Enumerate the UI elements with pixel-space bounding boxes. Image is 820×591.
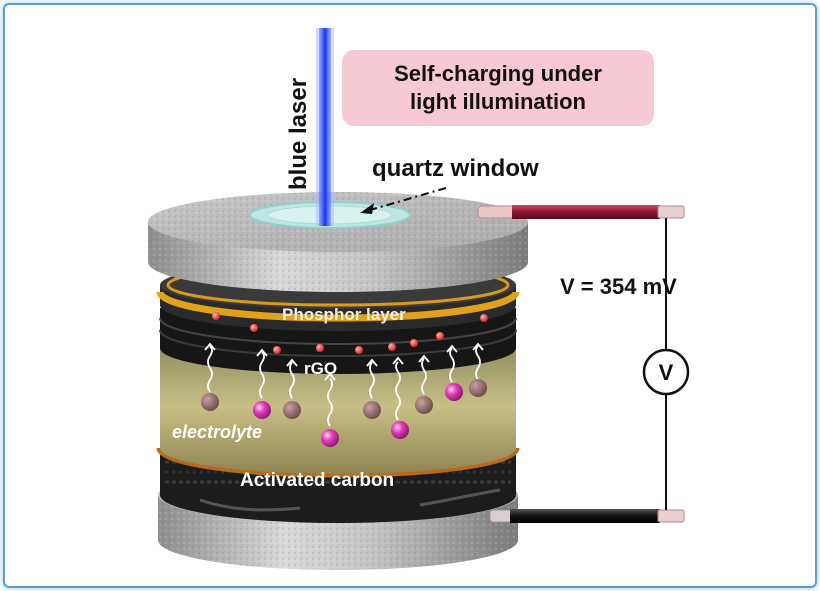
- callout-line-1: Self-charging under: [394, 61, 602, 86]
- wavy-arrow: [366, 358, 378, 399]
- activated-carbon-label: Activated carbon: [240, 470, 394, 491]
- ion-sphere: [283, 401, 301, 419]
- voltage-label: V = 354 mV: [560, 274, 677, 299]
- voltmeter-circle: [642, 348, 690, 396]
- callout-line-2: light illumination: [410, 89, 586, 114]
- blue-laser-beam: [316, 28, 334, 226]
- ion-sphere: [445, 383, 463, 401]
- wavy-arrow: [392, 356, 404, 421]
- top-lead-tip: [477, 205, 515, 219]
- wavy-arrow: [256, 348, 268, 399]
- ion-sphere: [363, 401, 381, 419]
- black-wire: [510, 509, 660, 523]
- ion-sphere: [469, 379, 487, 397]
- red-dot: [388, 343, 396, 351]
- wavy-arrow: [446, 344, 458, 383]
- quartz-window-arrow: [360, 187, 447, 214]
- red-dot: [410, 339, 418, 347]
- blue-laser-label: blue laser: [285, 78, 312, 190]
- ions: [201, 379, 487, 447]
- wavy-arrows: [204, 342, 484, 427]
- quartz-window-label: quartz window: [372, 155, 539, 182]
- circuit: [477, 205, 690, 523]
- bottom-lead-tip: [489, 509, 513, 523]
- red-dot: [273, 346, 281, 354]
- red-dot: [436, 332, 444, 340]
- voltmeter-symbol: V: [659, 360, 674, 385]
- electrolyte-label: electrolyte: [172, 422, 262, 442]
- red-dot: [250, 324, 258, 332]
- ion-sphere: [391, 421, 409, 439]
- red-wire: [512, 205, 660, 219]
- wavy-arrow: [472, 342, 484, 381]
- red-dots: [212, 312, 488, 354]
- ion-sphere: [321, 429, 339, 447]
- wavy-arrow: [286, 358, 298, 399]
- rgo-label: rGO: [304, 359, 337, 378]
- wavy-arrow: [418, 354, 430, 395]
- red-dot: [355, 346, 363, 354]
- red-dot: [316, 344, 324, 352]
- red-dot: [480, 314, 488, 322]
- ion-sphere: [253, 401, 271, 419]
- bottom-lead-end: [657, 509, 685, 523]
- top-lead-end: [657, 205, 685, 219]
- phosphor-layer-label: Phosphor layer: [282, 305, 406, 324]
- red-dot: [212, 312, 220, 320]
- self-charging-callout: Self-charging under light illumination: [342, 50, 654, 126]
- wavy-arrow: [204, 342, 216, 393]
- ion-sphere: [415, 396, 433, 414]
- wavy-arrow: [324, 372, 336, 427]
- ion-sphere: [201, 393, 219, 411]
- electrolyte-region: [160, 340, 516, 474]
